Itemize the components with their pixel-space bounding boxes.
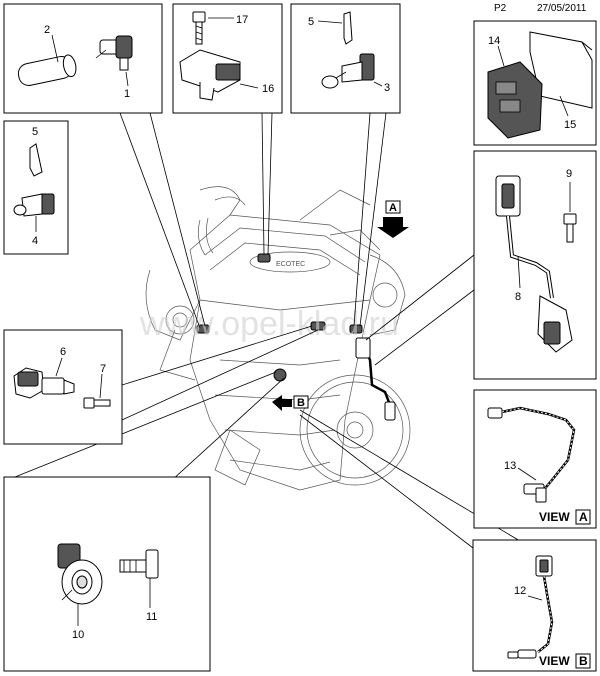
view-marker-a: A [377, 200, 409, 238]
page-date: 27/05/2011 [537, 3, 587, 14]
callout-1: 1 [124, 88, 130, 100]
view-a-letter: A [579, 510, 588, 524]
box-knock-sensor: 10 11 [3, 476, 211, 672]
callout-7: 7 [100, 363, 106, 375]
view-a-label: VIEW [539, 510, 570, 524]
watermark: www.opel-klad.ru [139, 305, 399, 343]
map-sensor-on-engine [257, 253, 271, 263]
engine-badge: ECOTEC [276, 261, 305, 268]
callout-13: 13 [504, 460, 516, 472]
view-marker-a-label: A [389, 202, 397, 214]
view-b-label: VIEW [539, 654, 570, 668]
leader-lines [9, 112, 521, 549]
crank-sensor-head [384, 401, 396, 421]
box-cam-sensor: 2 1 [3, 3, 163, 114]
view-marker-b-label: B [297, 397, 305, 409]
box-crank-sensor: 9 8 [473, 150, 597, 380]
callout-16: 16 [262, 83, 274, 95]
box-clip-sensor: 5 4 [3, 120, 69, 255]
callout-3: 3 [384, 82, 390, 94]
callout-11: 11 [146, 611, 157, 623]
callout-14: 14 [488, 35, 500, 47]
view-marker-b: B [272, 395, 309, 411]
box-temp-sensor: 6 7 [3, 329, 123, 445]
callout-9: 9 [566, 168, 572, 180]
callout-12: 12 [514, 585, 526, 597]
knock-sensor-on-engine [273, 368, 287, 382]
box-control-module: 14 15 [473, 20, 597, 146]
box-oxygen-sensor-b: 12 VIEW B [472, 539, 597, 672]
callout-8: 8 [515, 291, 521, 303]
box-map-sensor: 17 16 [172, 3, 283, 114]
engine-assembly: ECOTEC [145, 186, 411, 491]
crank-sensor-connector [355, 337, 371, 359]
callout-2: 2 [44, 24, 50, 36]
view-b-letter: B [579, 654, 588, 668]
page-code: P2 [494, 3, 507, 14]
box-oxygen-sensor-a: 13 VIEW A [473, 389, 597, 529]
callout-5a: 5 [308, 16, 314, 28]
view-arrow-b-icon [272, 395, 292, 411]
callout-17: 17 [236, 14, 248, 26]
callout-6: 6 [60, 346, 66, 358]
view-arrow-a-icon [377, 217, 409, 238]
callout-4: 4 [32, 235, 38, 247]
box-cam-sensor-2: 5 3 [290, 3, 401, 114]
cam-sensor-2-on-engine [349, 324, 363, 334]
callout-5b: 5 [32, 126, 38, 138]
callout-10: 10 [72, 629, 84, 641]
callout-15: 15 [564, 119, 576, 131]
